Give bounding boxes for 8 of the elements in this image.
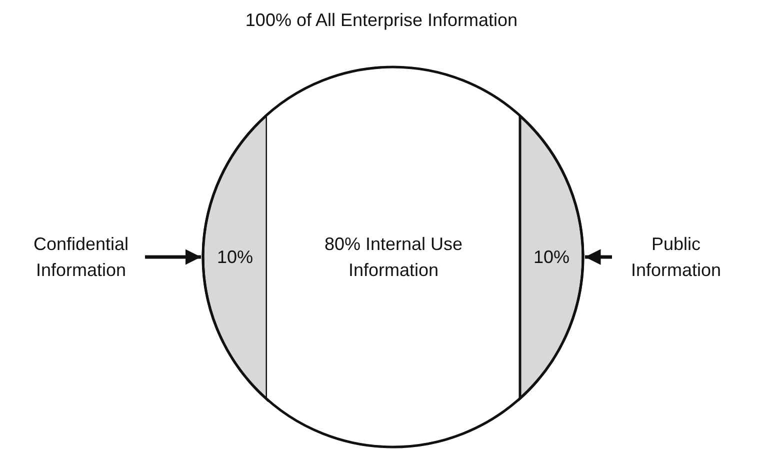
percentage-label: 10%: [533, 246, 570, 269]
category-label: Public Information: [630, 233, 722, 282]
percentage-label: 10%: [216, 246, 254, 269]
arrow: [145, 249, 201, 265]
arrow: [585, 249, 612, 265]
category-label: Confidential Information: [32, 233, 130, 282]
segment-label: 80% Internal Use Information: [323, 233, 464, 282]
diagram-title: 100% of All Enterprise Information: [244, 10, 519, 31]
